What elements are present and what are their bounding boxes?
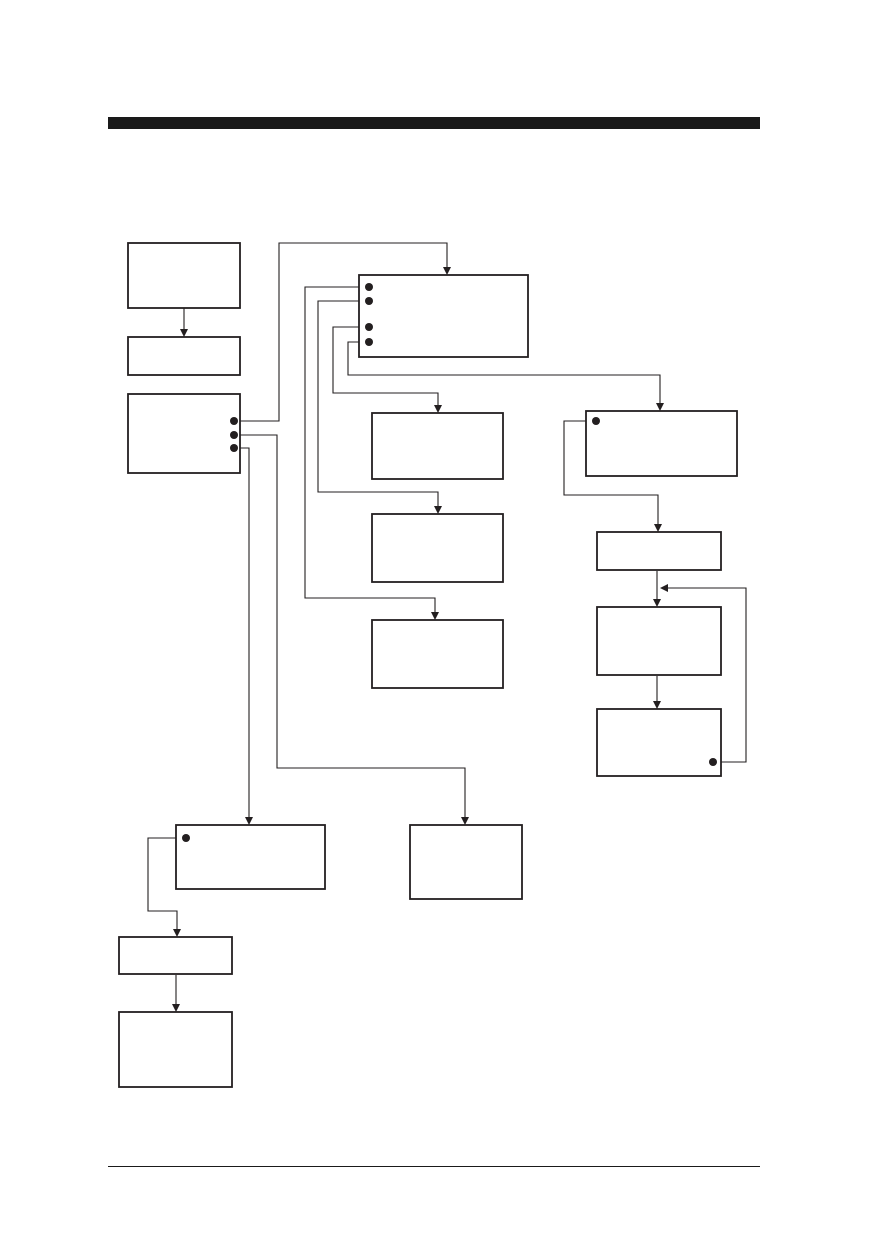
node-n14 — [118, 936, 233, 975]
arrowhead — [172, 1004, 180, 1012]
arrowhead — [656, 403, 664, 411]
arrowhead — [660, 584, 668, 592]
node-n15 — [118, 1011, 233, 1088]
arrowhead — [434, 506, 442, 514]
connectors — [147, 242, 747, 1005]
arrowhead — [443, 267, 451, 275]
connector-dot — [365, 297, 373, 305]
node-n6 — [371, 513, 504, 583]
edge-n3-n8 — [234, 447, 250, 817]
arrowhead — [654, 524, 662, 532]
node-n10 — [585, 410, 738, 477]
edge-n3-n4 — [234, 242, 448, 422]
arrowhead — [653, 599, 661, 607]
node-n7 — [371, 619, 504, 689]
edge-n4-n5 — [332, 326, 439, 406]
connector-dot — [182, 834, 190, 842]
arrowhead — [173, 929, 181, 937]
node-n3 — [127, 393, 241, 474]
arrowhead — [653, 701, 661, 709]
footer-rule — [108, 1166, 760, 1167]
connector-dot — [709, 758, 717, 766]
connector-dot — [230, 417, 238, 425]
arrowhead — [431, 612, 439, 620]
node-n13 — [596, 708, 722, 777]
arrowhead — [180, 329, 188, 337]
node-n1 — [127, 242, 241, 309]
header-rule — [108, 117, 760, 129]
connector-dot — [230, 431, 238, 439]
connector-dot — [592, 417, 600, 425]
arrowhead — [245, 817, 253, 825]
edge-n8-n14 — [147, 837, 186, 930]
node-n12 — [596, 606, 722, 676]
node-n11 — [596, 531, 722, 571]
node-n2 — [127, 336, 241, 376]
edge-n3-n9 — [234, 434, 466, 817]
connector-dot — [230, 444, 238, 452]
node-n9 — [409, 824, 523, 900]
connector-dot — [365, 323, 373, 331]
arrowhead — [461, 817, 469, 825]
connector-dot — [365, 338, 373, 346]
arrowheads — [172, 267, 668, 1012]
connector-dot — [365, 283, 373, 291]
edge-n4-n7 — [304, 286, 436, 613]
edge-n13-n12 — [668, 587, 747, 763]
node-n5 — [371, 412, 504, 480]
edge-n4-n10 — [347, 341, 661, 404]
arrowhead — [434, 405, 442, 413]
edge-n10-n11 — [563, 420, 659, 525]
nodes — [118, 242, 738, 1088]
connector-dots — [182, 283, 717, 842]
node-n8 — [175, 824, 326, 890]
node-n4 — [358, 274, 529, 358]
edge-n4-n6 — [317, 300, 439, 507]
